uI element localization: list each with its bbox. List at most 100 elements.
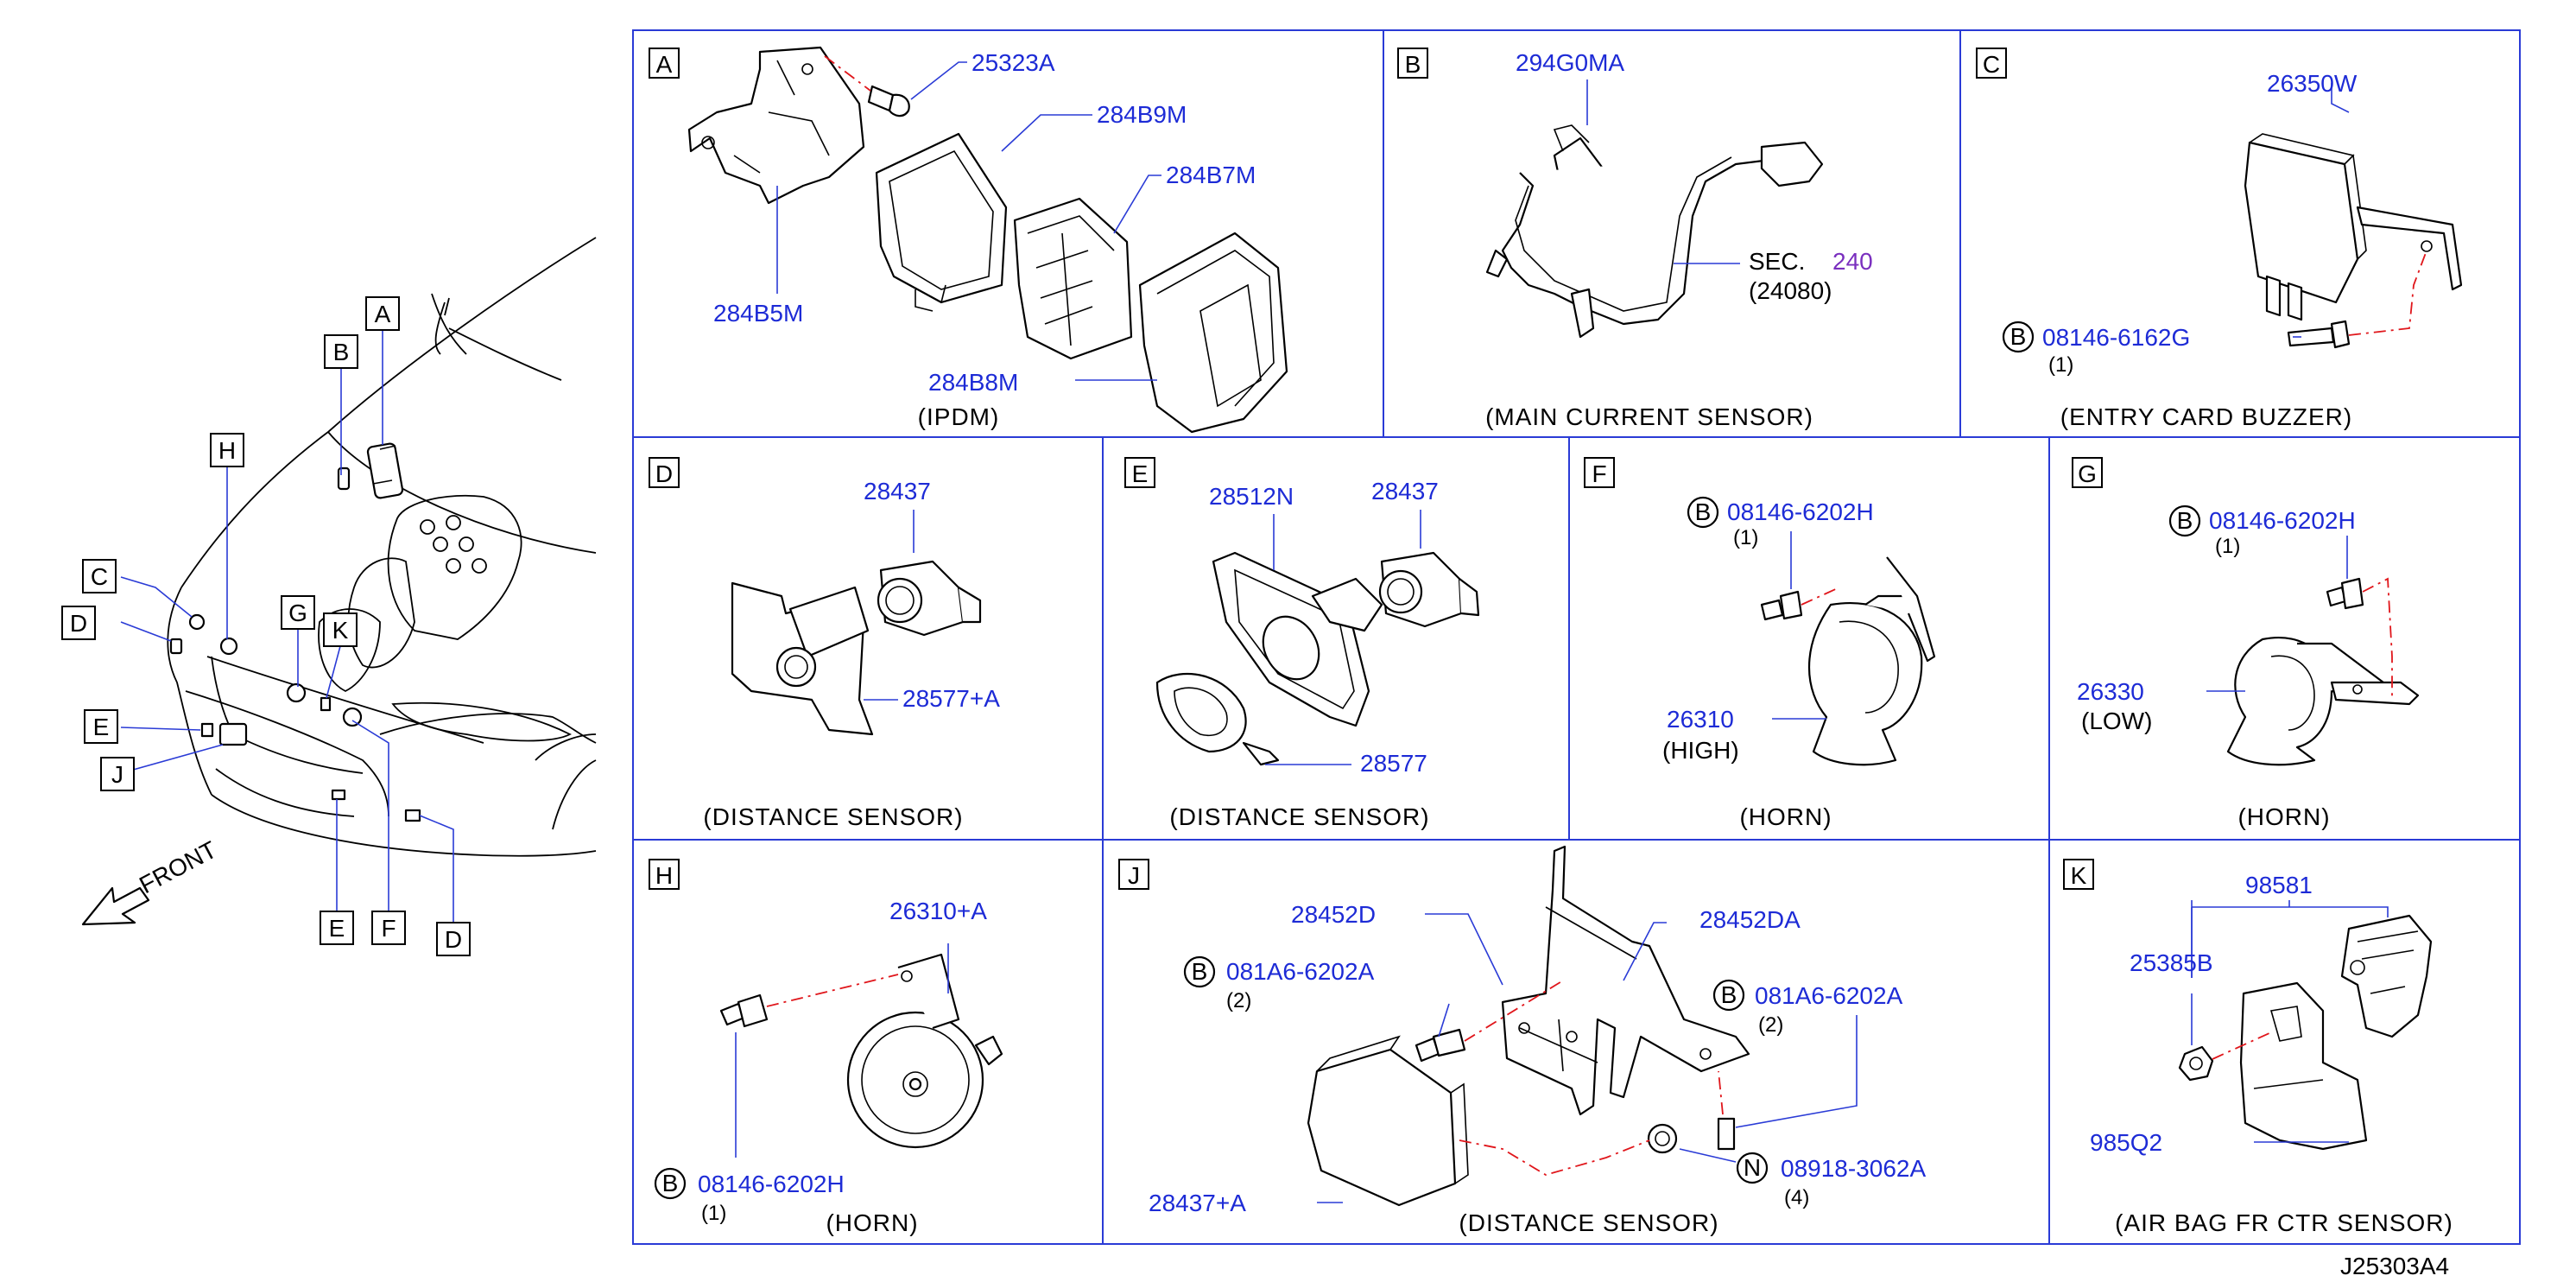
qty-c: (1) xyxy=(2048,353,2073,377)
overview-letter-H: H xyxy=(210,433,244,467)
panel-h-caption: (HORN) xyxy=(826,1209,918,1236)
panel-j-letter: J xyxy=(1128,862,1140,889)
panel-grid xyxy=(632,29,2521,1245)
part-28452DA: 28452DA xyxy=(1699,906,1801,933)
bolt-tag-f: B xyxy=(1695,498,1712,525)
part-08146-6202H-g: 08146-6202H xyxy=(2209,507,2356,534)
overview-letter-C: C xyxy=(82,559,117,593)
panel-a: A 25323A 284B9M 284B7M 284B5M 284B8M (IP… xyxy=(649,46,1288,434)
nut-tag-j: N xyxy=(1744,1154,1761,1181)
part-26330: 26330 xyxy=(2077,678,2144,705)
front-arrow-icon xyxy=(81,886,150,926)
part-28577+A: 28577+A xyxy=(902,685,1000,712)
part-28437-e: 28437 xyxy=(1371,478,1439,505)
panel-h: H 26310+A B 08146-6202H (1) (HORN) xyxy=(649,859,1003,1236)
part-284B7M: 284B7M xyxy=(1166,162,1256,188)
panel-f: F B 08146-6202H (1) 26310 (HIGH) (HORN) xyxy=(1584,457,1936,830)
part-294G0MA: 294G0MA xyxy=(1516,49,1624,76)
panel-d-caption: (DISTANCE SENSOR) xyxy=(703,803,963,830)
qty-j2: (2) xyxy=(1758,1013,1783,1037)
part-28437-d: 28437 xyxy=(864,478,931,505)
panel-j-caption: (DISTANCE SENSOR) xyxy=(1459,1209,1718,1236)
panel-b: B 294G0MA SEC. 240 (24080) (MAIN CURRENT… xyxy=(1397,48,1873,430)
bolt-tag-j1: B xyxy=(1192,958,1208,985)
part-28452D: 28452D xyxy=(1291,901,1376,928)
overview-letter-D2: D xyxy=(436,922,471,956)
panel-e: E 28512N 28437 28577 (DISTANCE SENSOR) xyxy=(1124,457,1480,830)
svg-text:E: E xyxy=(93,714,110,740)
part-08146-6202H-h: 08146-6202H xyxy=(698,1171,845,1197)
bolt-tag-g: B xyxy=(2177,507,2193,534)
panel-k-caption: (AIR BAG FR CTR SENSOR) xyxy=(2115,1209,2453,1236)
part-28512N: 28512N xyxy=(1209,483,1294,510)
overview-letter-B: B xyxy=(324,334,358,369)
overview-letter-E2: E xyxy=(320,911,354,945)
overview-letter-E: E xyxy=(84,709,118,744)
overview-letter-J: J xyxy=(100,757,135,791)
bolt-tag-c: B xyxy=(2010,323,2027,350)
part-081A6-6202A-1: 081A6-6202A xyxy=(1226,958,1375,985)
part-98581: 98581 xyxy=(2245,872,2313,898)
part-284B5M: 284B5M xyxy=(713,300,803,327)
panel-f-caption: (HORN) xyxy=(1739,803,1832,830)
svg-text:F: F xyxy=(381,915,396,942)
panel-g-letter: G xyxy=(2078,460,2097,487)
panel-a-caption: (IPDM) xyxy=(918,403,1000,430)
qty-f: (1) xyxy=(1733,526,1758,549)
panel-b-caption: (MAIN CURRENT SENSOR) xyxy=(1485,403,1813,430)
panel-a-letter: A xyxy=(656,51,673,78)
horn-high-label: (HIGH) xyxy=(1662,737,1739,764)
panel-d-letter: D xyxy=(655,460,673,487)
part-284B8M: 284B8M xyxy=(928,369,1018,396)
bolt-tag-h: B xyxy=(662,1170,679,1196)
svg-text:B: B xyxy=(333,339,350,365)
qty-j1: (2) xyxy=(1226,989,1251,1012)
panel-c: C 26350W B 08146-6162G (1) (ENTRY CARD B… xyxy=(1976,48,2463,430)
svg-text:K: K xyxy=(332,617,349,644)
part-284B9M: 284B9M xyxy=(1097,101,1187,128)
section-number: 240 xyxy=(1832,248,1873,275)
qty-g: (1) xyxy=(2215,535,2240,558)
part-26350W: 26350W xyxy=(2267,70,2358,97)
svg-text:D: D xyxy=(445,926,462,953)
panel-h-letter: H xyxy=(655,862,673,889)
svg-text:G: G xyxy=(288,600,307,626)
panel-k-letter: K xyxy=(2071,862,2087,889)
part-08918-3062A: 08918-3062A xyxy=(1781,1155,1926,1182)
panel-e-caption: (DISTANCE SENSOR) xyxy=(1169,803,1429,830)
panel-f-letter: F xyxy=(1592,460,1606,487)
overview-letter-A: A xyxy=(365,296,400,331)
part-08146-6202H-f: 08146-6202H xyxy=(1727,498,1874,525)
part-985Q2: 985Q2 xyxy=(2090,1129,2162,1156)
section-ref: (24080) xyxy=(1749,277,1832,304)
qty-h: (1) xyxy=(701,1202,726,1225)
part-25323A: 25323A xyxy=(972,49,1055,76)
bolt-tag-j2: B xyxy=(1721,981,1737,1008)
svg-text:D: D xyxy=(70,610,87,637)
part-081A6-6202A-2: 081A6-6202A xyxy=(1755,982,1903,1009)
part-26310+A: 26310+A xyxy=(889,898,987,924)
overview-letter-D: D xyxy=(61,606,96,640)
panel-b-letter: B xyxy=(1405,51,1421,78)
part-26310: 26310 xyxy=(1667,706,1734,733)
horn-low-label: (LOW) xyxy=(2081,708,2152,734)
panel-d: D 28437 28577+A (DISTANCE SENSOR) xyxy=(649,457,1000,830)
part-08146-6162G: 08146-6162G xyxy=(2042,324,2190,351)
qty-j3: (4) xyxy=(1784,1186,1809,1209)
svg-text:H: H xyxy=(218,437,236,464)
overview-letter-G: G xyxy=(281,595,315,630)
panel-e-letter: E xyxy=(1132,460,1149,487)
panel-c-letter: C xyxy=(1983,51,2000,78)
diagram-id: J25303A4 xyxy=(2340,1253,2449,1279)
svg-text:C: C xyxy=(91,563,108,590)
section-prefix: SEC. xyxy=(1749,248,1805,275)
overview-letter-F: F xyxy=(371,911,406,945)
svg-text:A: A xyxy=(375,301,391,327)
svg-text:J: J xyxy=(111,761,123,788)
panel-c-caption: (ENTRY CARD BUZZER) xyxy=(2060,403,2352,430)
part-25385B: 25385B xyxy=(2130,949,2213,976)
part-28437+A: 28437+A xyxy=(1149,1190,1246,1216)
panel-j: J 28452D 28452DA B 081A6-6202A (2) B 081… xyxy=(1118,845,1926,1236)
part-28577: 28577 xyxy=(1360,750,1427,777)
